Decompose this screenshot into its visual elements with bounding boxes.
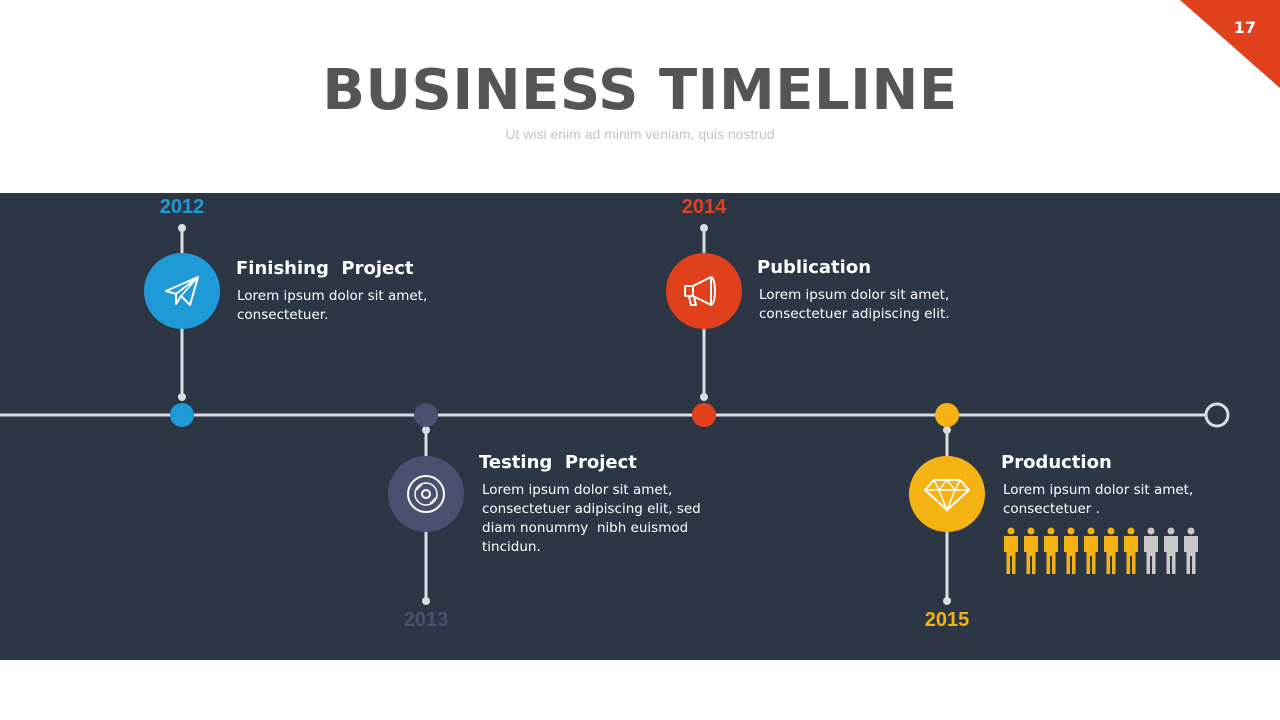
connector-dot-2012-top xyxy=(178,224,186,232)
person-icon-active xyxy=(1084,527,1098,574)
page-subtitle: Ut wisi enim ad minim veniam, quis nostr… xyxy=(505,126,775,142)
connector-dot-2014-top xyxy=(700,224,708,232)
event-2013-badge xyxy=(388,456,464,532)
timeline-end-marker xyxy=(1204,402,1230,428)
connector-dot-2013-bottom xyxy=(422,597,430,605)
timeline-node-2013 xyxy=(414,403,438,427)
year-2015: 2015 xyxy=(924,609,970,631)
connector-dot-2015-bottom xyxy=(943,597,951,605)
connector-dot-2012-bottom xyxy=(178,393,186,401)
event-2014-description: Lorem ipsum dolor sit amet, consectetuer… xyxy=(759,287,950,322)
person-icon-inactive xyxy=(1144,527,1158,574)
person-icon-active xyxy=(1004,527,1018,574)
person-icon-inactive xyxy=(1164,527,1178,574)
corner-tab xyxy=(1180,0,1280,88)
event-2013-title: Testing Project xyxy=(479,452,637,473)
connector-dot-2015-top xyxy=(943,426,951,434)
event-2015-title: Production xyxy=(1001,452,1112,473)
page-number: 17 xyxy=(1233,18,1256,37)
person-icon-active xyxy=(1064,527,1078,574)
year-2014: 2014 xyxy=(681,196,727,218)
year-2013: 2013 xyxy=(403,609,449,631)
event-2015-badge xyxy=(909,456,985,532)
person-icon-active xyxy=(1044,527,1058,574)
event-2014-title: Publication xyxy=(757,257,872,278)
event-2015-description: Lorem ipsum dolor sit amet, consectetuer… xyxy=(1003,482,1194,517)
event-2012-title: Finishing Project xyxy=(236,258,414,279)
page-title: BUSINESS TIMELINE xyxy=(322,58,958,123)
event-2012-description: Lorem ipsum dolor sit amet, consectetuer… xyxy=(237,288,428,323)
paper-plane-icon xyxy=(165,276,199,306)
megaphone-icon xyxy=(684,276,716,306)
timeline-node-2012 xyxy=(170,403,194,427)
person-icon-inactive xyxy=(1184,527,1198,574)
timeline-node-2014 xyxy=(692,403,716,427)
event-2013-description: Lorem ipsum dolor sit amet, consectetuer… xyxy=(482,482,701,555)
diamond-icon xyxy=(924,478,970,513)
disc-icon xyxy=(407,475,445,513)
event-2014-badge xyxy=(666,253,742,329)
person-icon-active xyxy=(1124,527,1138,574)
event-2012-badge xyxy=(144,253,220,329)
connector-dot-2014-bottom xyxy=(700,393,708,401)
connector-dot-2013-top xyxy=(422,426,430,434)
timeline-node-2015 xyxy=(935,403,959,427)
year-2012: 2012 xyxy=(159,196,205,218)
person-icon-active xyxy=(1104,527,1118,574)
person-icon-active xyxy=(1024,527,1038,574)
people-stat-graphic xyxy=(1004,527,1198,574)
